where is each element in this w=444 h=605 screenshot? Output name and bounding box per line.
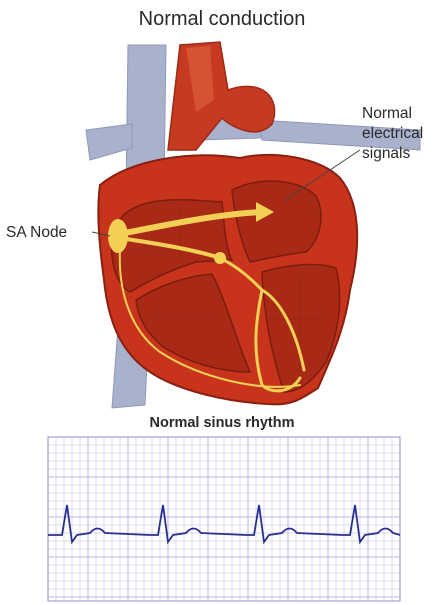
ecg-strip: [48, 437, 400, 601]
left-atrium: [232, 181, 321, 262]
sa-node: [108, 219, 128, 253]
av-node: [214, 252, 226, 264]
left-vessel-branch: [86, 124, 132, 160]
sa-node-label: SA Node: [6, 224, 67, 242]
signals-label-line: Normal: [362, 104, 423, 124]
signals-label-line: signals: [362, 144, 423, 164]
ecg-title: Normal sinus rhythm: [0, 415, 444, 431]
electrical-signals-label: Normal electrical signals: [362, 104, 423, 164]
signals-label-line: electrical: [362, 124, 423, 144]
